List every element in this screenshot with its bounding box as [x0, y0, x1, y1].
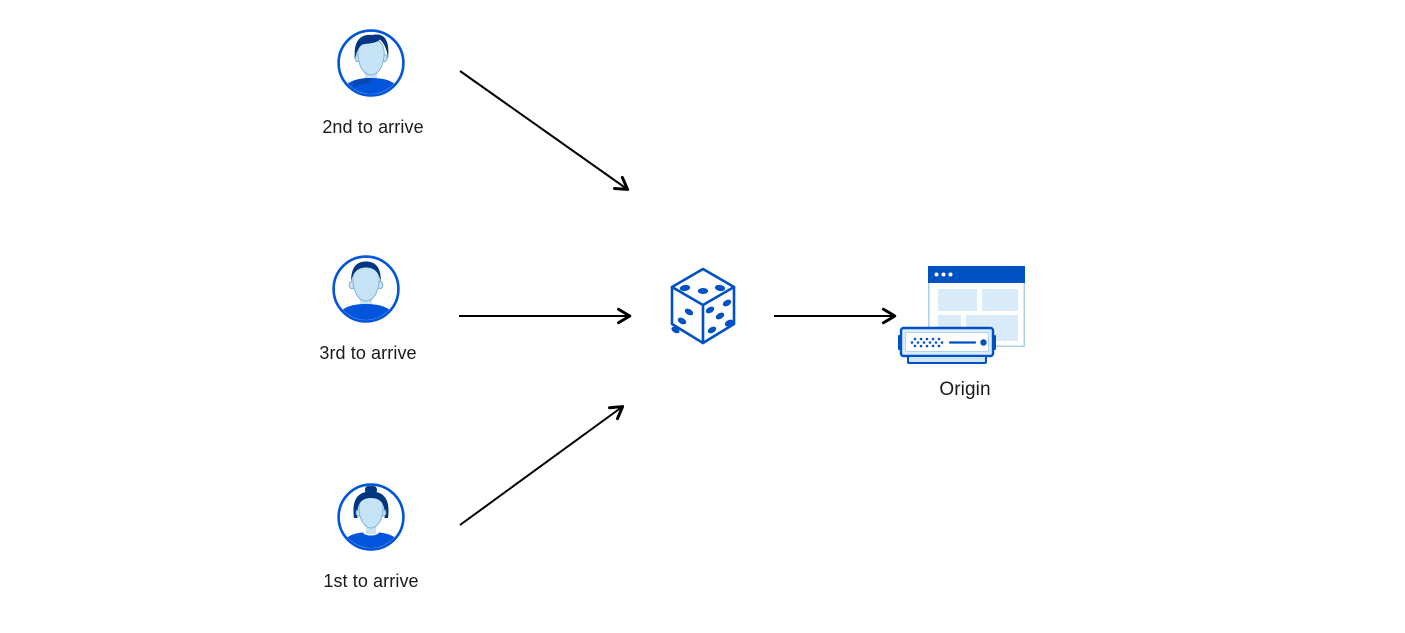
user-first-label: 1st to arrive	[323, 571, 419, 591]
man-avatar-swept-hair-icon	[337, 29, 405, 97]
woman-avatar-bun-icon	[337, 483, 405, 551]
arrow-user-second-to-dice	[459, 70, 630, 191]
arrow-user-first-to-dice	[459, 405, 625, 526]
man-avatar-short-hair-icon	[332, 255, 400, 323]
user-second-label: 2nd to arrive	[322, 117, 424, 137]
origin-server-browser-icon	[898, 266, 1025, 364]
user-third-label: 3rd to arrive	[319, 343, 417, 363]
dice-cube-icon	[670, 267, 736, 345]
server-icon	[898, 326, 996, 364]
origin-label: Origin	[939, 379, 991, 400]
